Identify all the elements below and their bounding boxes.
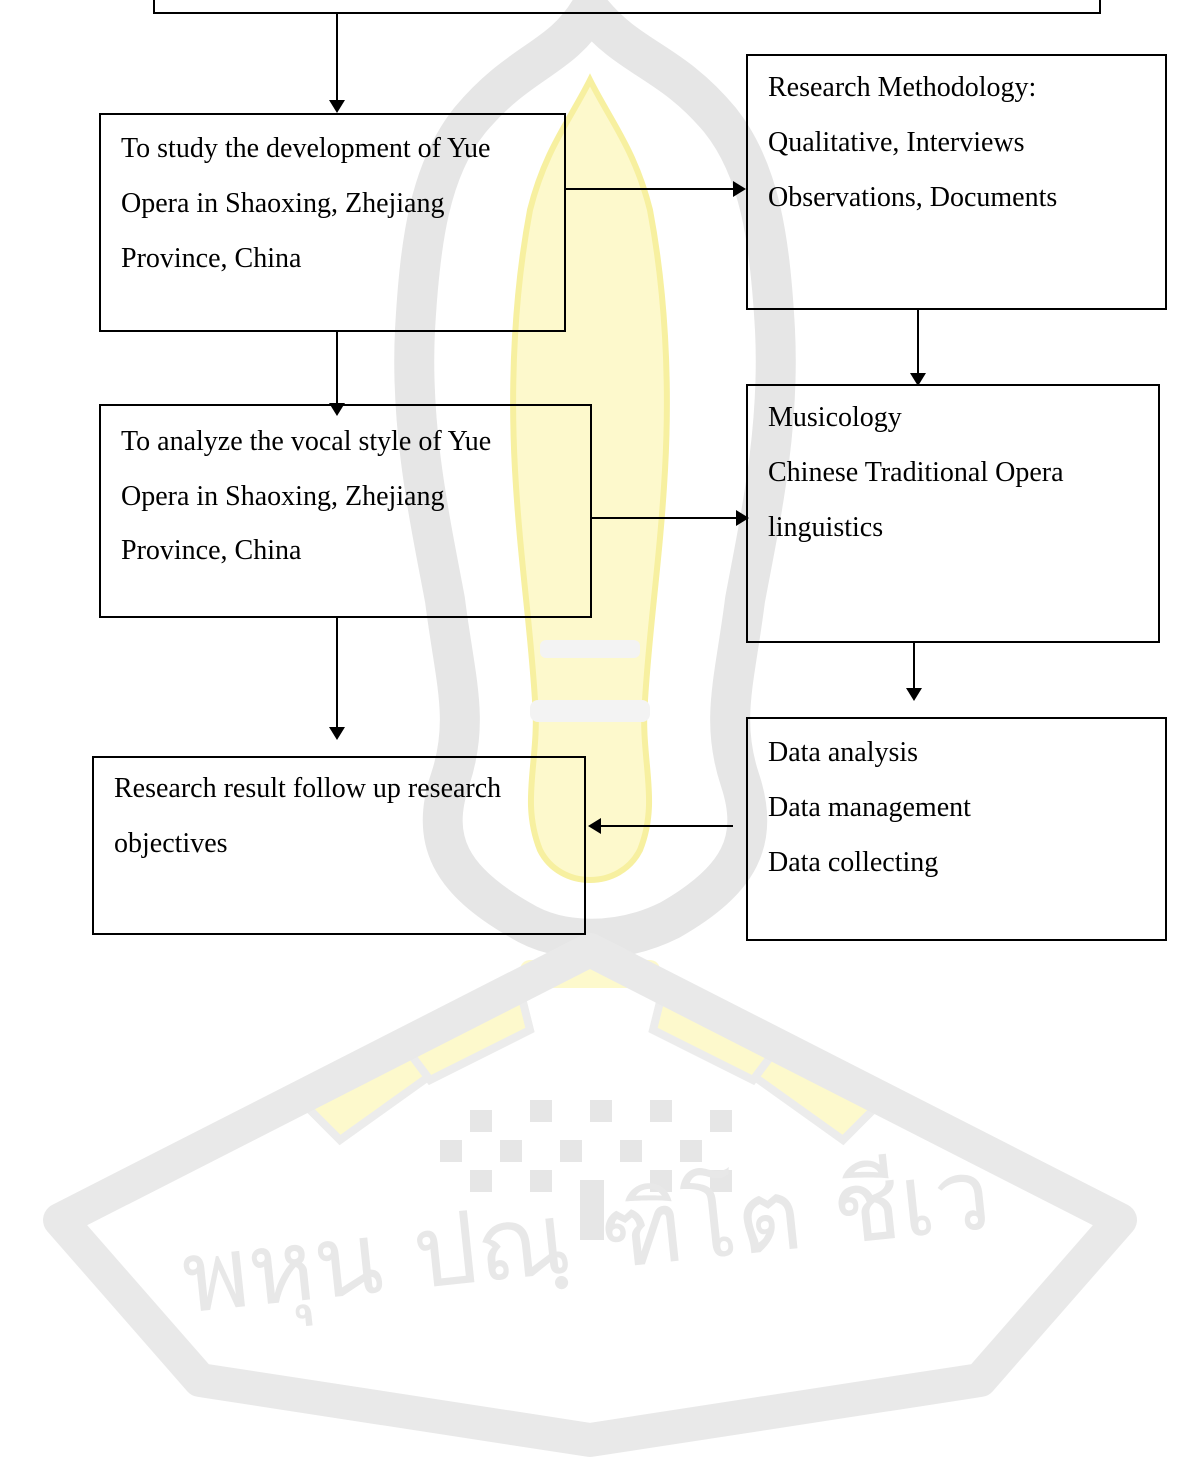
research-result-box: Research result follow up research objec… bbox=[92, 756, 586, 935]
objective-2-line: Opera in Shaoxing, Zhejiang bbox=[121, 481, 445, 512]
theory-line: Musicology bbox=[768, 402, 902, 433]
arrowhead-right bbox=[736, 510, 749, 526]
arrowhead-down bbox=[329, 403, 345, 416]
theory-box: Musicology Chinese Traditional Opera lin… bbox=[746, 384, 1160, 643]
arrowhead-left bbox=[588, 818, 601, 834]
arrowhead-down bbox=[329, 727, 345, 740]
objective-2-box: To analyze the vocal style of Yue Opera … bbox=[99, 404, 592, 618]
objective-1-line: To study the development of Yue bbox=[121, 133, 491, 164]
objective-1-line: Opera in Shaoxing, Zhejiang bbox=[121, 188, 445, 219]
methodology-line: Observations, Documents bbox=[768, 182, 1058, 213]
theory-line: linguistics bbox=[768, 512, 884, 543]
emblem-base-frame bbox=[43, 933, 1137, 1457]
objective-2-line: Province, China bbox=[121, 535, 302, 566]
arrowhead-down bbox=[910, 373, 926, 386]
data-process-line: Data management bbox=[768, 792, 971, 823]
arrowhead-down bbox=[906, 688, 922, 701]
objective-1-box: To study the development of Yue Opera in… bbox=[99, 113, 566, 332]
arrowhead-right bbox=[733, 181, 746, 197]
research-result-line: Research result follow up research bbox=[114, 773, 502, 804]
objective-1-line: Province, China bbox=[121, 243, 302, 274]
data-process-line: Data analysis bbox=[768, 737, 919, 768]
emblem-pattern bbox=[440, 1100, 732, 1240]
top-box bbox=[153, 0, 1101, 14]
methodology-line: Research Methodology: bbox=[768, 72, 1037, 103]
research-result-line: objectives bbox=[114, 828, 228, 859]
data-process-line: Data collecting bbox=[768, 847, 939, 878]
data-process-box: Data analysis Data management Data colle… bbox=[746, 717, 1167, 941]
arrowhead-down bbox=[329, 100, 345, 113]
research-methodology-box: Research Methodology: Qualitative, Inter… bbox=[746, 54, 1167, 310]
theory-line: Chinese Traditional Opera bbox=[768, 457, 1064, 488]
objective-2-line: To analyze the vocal style of Yue bbox=[121, 426, 492, 457]
methodology-line: Qualitative, Interviews bbox=[768, 127, 1025, 158]
